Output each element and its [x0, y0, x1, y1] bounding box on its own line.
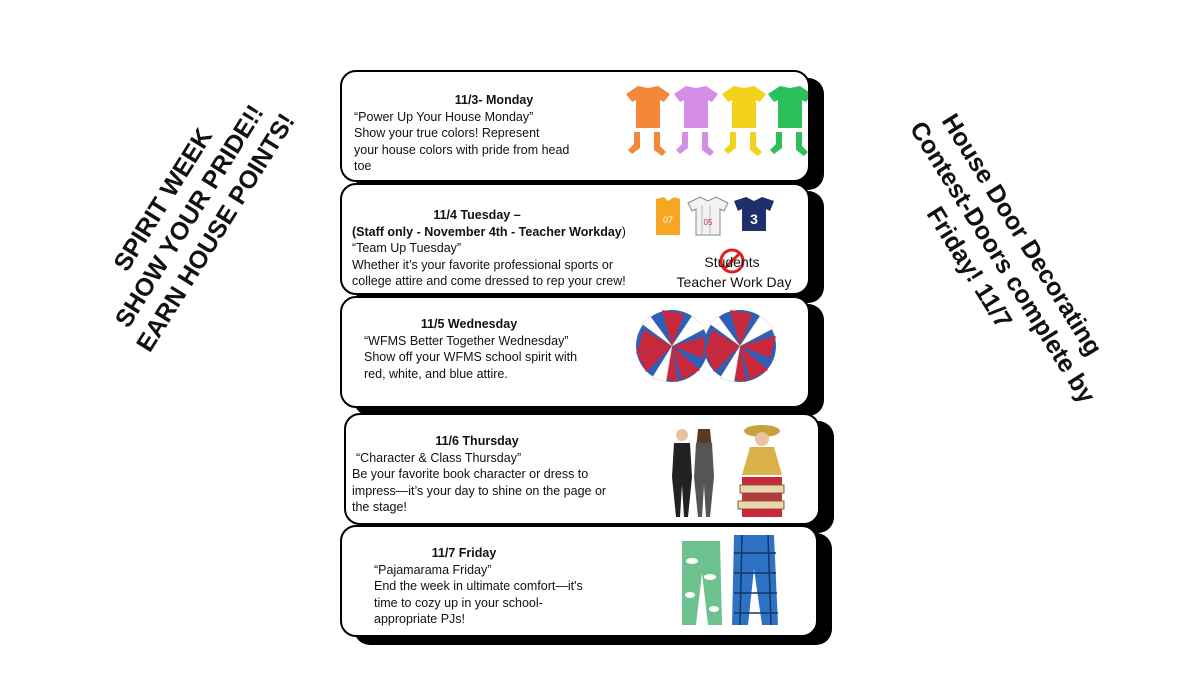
- day-line: “WFMS Better Together Wednesday”: [364, 333, 569, 348]
- day-title: 11/5 Wednesday: [420, 317, 518, 331]
- svg-text:3: 3: [750, 211, 758, 227]
- contest-line: Contest-Doors complete by: [904, 116, 1101, 409]
- day-title: 11/4 Tuesday –: [433, 208, 521, 222]
- no-symbol-icon: [719, 248, 745, 274]
- day-title: 11/6 Thursday: [435, 434, 519, 448]
- orange-shirt-socks-icon: [626, 86, 670, 156]
- yellow-shirt-socks-icon: [722, 86, 766, 156]
- tuesday-text: 11/4 Tuesday – (Staff only - November 4t…: [352, 207, 662, 290]
- staff-note: (Staff only - November 4th - Teacher Wor…: [352, 224, 626, 239]
- day-line: Be your favorite book character or dress…: [352, 467, 589, 481]
- thursday-text: 11/6 Thursday “Character & Class Thursda…: [352, 433, 652, 516]
- dressed-up-couple-icon: [672, 429, 714, 517]
- headline-line: SHOW YOUR PRIDE!!: [109, 100, 270, 333]
- tuesday-card: 11/4 Tuesday – (Staff only - November 4t…: [340, 183, 810, 295]
- day-line: impress—it’s your day to shine on the pa…: [352, 483, 607, 498]
- friday-card: 11/7 Friday “Pajamarama Friday” End the …: [340, 525, 818, 637]
- svg-text:05: 05: [704, 218, 713, 227]
- day-line: End the week in ultimate comfort—it's: [374, 579, 583, 593]
- day-line: Whether it’s your favorite professional …: [352, 257, 613, 272]
- day-line: “Character & Class Thursday”: [356, 450, 522, 465]
- day-line: Show off your WFMS school spirit with: [364, 350, 578, 364]
- day-line: your house colors with pride from head: [354, 142, 570, 157]
- svg-text:07: 07: [663, 215, 673, 225]
- friday-text: 11/7 Friday “Pajamarama Friday” End the …: [374, 545, 634, 628]
- day-title: 11/3- Monday: [454, 93, 534, 107]
- thursday-card: 11/6 Thursday “Character & Class Thursda…: [344, 413, 820, 525]
- day-line: college attire and come dressed to rep y…: [352, 274, 626, 288]
- door-contest-headline: House Door Decorating Contest-Doors comp…: [876, 100, 1114, 409]
- pom-poms-icon: [636, 310, 776, 383]
- green-shirt-socks-icon: [768, 86, 808, 156]
- day-line: red, white, and blue attire.: [364, 366, 508, 381]
- day-title: 11/7 Friday: [431, 546, 497, 560]
- day-line: the stage!: [352, 500, 407, 514]
- monday-card: 11/3- Monday “Power Up Your House Monday…: [340, 70, 810, 182]
- day-line: “Team Up Tuesday”: [352, 241, 462, 255]
- day-line: “Power Up Your House Monday”: [354, 109, 534, 124]
- teacher-workday-label: Teacher Work Day: [676, 274, 792, 290]
- house-color-shirts-icon: [626, 86, 808, 156]
- day-line: toe: [354, 159, 372, 173]
- pajama-pants-icon: [682, 534, 778, 626]
- wednesday-text: 11/5 Wednesday “WFMS Better Together Wed…: [364, 316, 624, 382]
- day-line: Show your true colors! Represent: [354, 126, 540, 140]
- day-line: appropriate PJs!: [374, 612, 466, 626]
- students-label: Students: [704, 254, 760, 270]
- wednesday-card: 11/5 Wednesday “WFMS Better Together Wed…: [340, 296, 810, 408]
- day-line: “Pajamarama Friday”: [374, 562, 492, 577]
- book-character-icon: [737, 425, 785, 517]
- spirit-week-headline: SPIRIT WEEK SHOW YOUR PRIDE!! EARN HOUSE…: [71, 65, 309, 369]
- sports-jerseys-icon: 07 05 3: [656, 196, 774, 236]
- purple-shirt-socks-icon: [674, 86, 718, 156]
- day-line: time to cozy up in your school-: [374, 595, 543, 610]
- monday-text: 11/3- Monday “Power Up Your House Monday…: [354, 92, 604, 175]
